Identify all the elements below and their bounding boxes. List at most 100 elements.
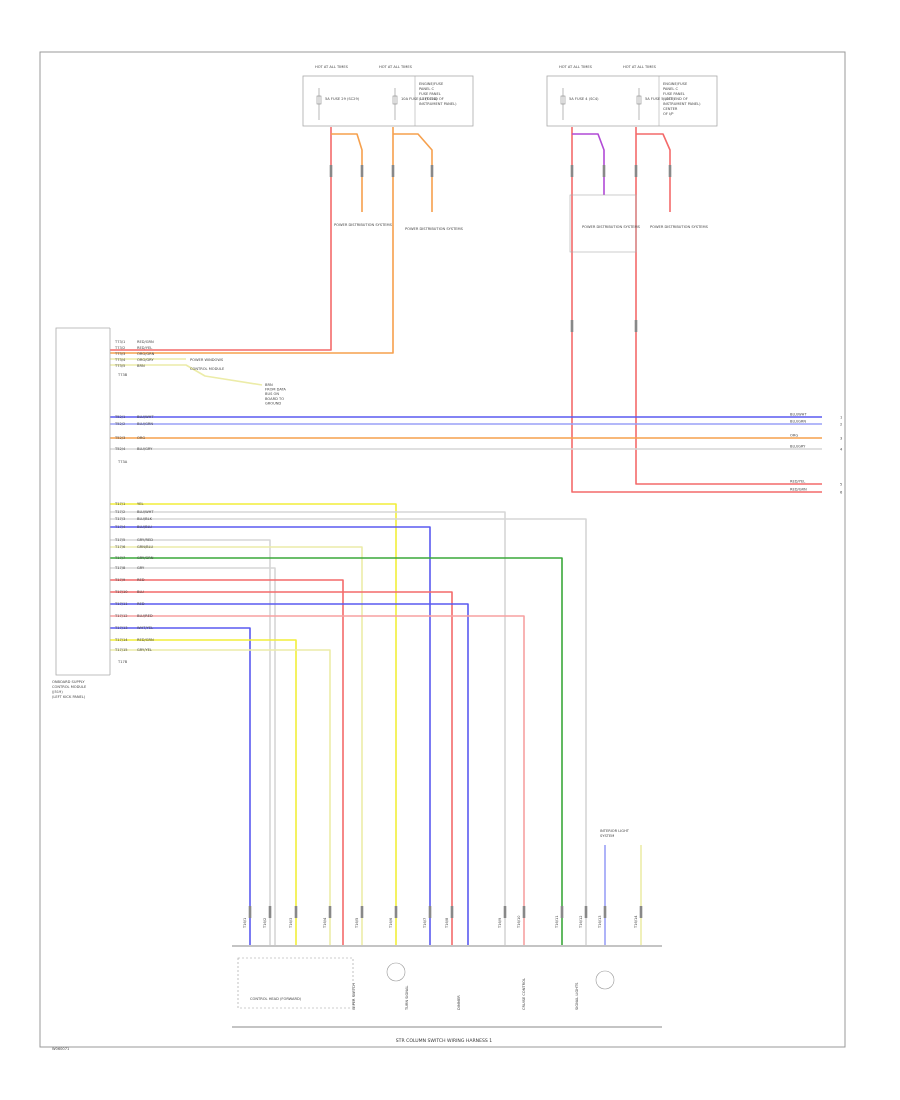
connector-9: T16/10 bbox=[517, 915, 521, 929]
seg-top-left-1 bbox=[360, 165, 364, 177]
seg-top-right-3 bbox=[668, 165, 672, 177]
wire-label-T17/3: BLU/BLK bbox=[137, 517, 153, 521]
ref3-box bbox=[569, 194, 637, 253]
pin-T73/2: T73/2 bbox=[114, 346, 125, 350]
wire-brn-short bbox=[110, 364, 263, 386]
brn-note-4: GROUND bbox=[265, 401, 281, 405]
wire-violet-ref3 bbox=[572, 133, 605, 195]
seg-top-right-0 bbox=[570, 165, 574, 177]
fuse-box-left-note-3: (LEFT END OF bbox=[419, 97, 444, 101]
pin-T52/1: T52/1 bbox=[114, 415, 125, 419]
component-label-5: SIGNAL LIGHTS bbox=[575, 982, 579, 1010]
right-wire-pin-0: 1 bbox=[840, 416, 842, 420]
switch-group-1 bbox=[237, 957, 354, 1009]
fuse-box-right-fuse-0 bbox=[560, 95, 566, 105]
fuse-box-left-head-1: HOT AT ALL TIMES bbox=[379, 65, 413, 69]
wire-label-T73/1: RED/GRN bbox=[137, 340, 154, 344]
component-label-4: CRUISE CONTROL bbox=[522, 978, 526, 1010]
wire-label-T52/3: ORG bbox=[137, 436, 145, 440]
pin-T52/2: T52/2 bbox=[114, 422, 125, 426]
brn-note-3: BOARD TO bbox=[265, 397, 284, 401]
component-label-2: TURN SIGNAL bbox=[405, 986, 409, 1011]
wire-label-T17/4: BLU/BLU bbox=[137, 525, 152, 529]
pin-T17/15: T17/15 bbox=[114, 648, 128, 652]
wire-label-T52/1: BLU/WHT bbox=[137, 415, 154, 419]
component-label-3: DIMMER bbox=[457, 995, 461, 1010]
seg-bottom-4 bbox=[360, 906, 364, 918]
connector-11: T16/12 bbox=[579, 915, 583, 929]
ref-2-0: POWER DISTRIBUTION SYSTEMS bbox=[405, 227, 464, 231]
fuse-box-right-fuse-label-0: 5A FUSE 4 (SC4) bbox=[569, 97, 599, 101]
seg-bottom-13 bbox=[639, 906, 643, 918]
ref-1-0: POWER DISTRIBUTION SYSTEMS bbox=[334, 223, 393, 227]
wire-down-3 bbox=[110, 526, 431, 945]
wire-label-T52/2: BLU/GRN bbox=[137, 422, 153, 426]
fuse-box-left-note-4: INSTRUMENT PANEL) bbox=[419, 102, 457, 106]
pin-T52/4: T52/4 bbox=[114, 447, 126, 451]
wire-label-T17/6: GRN/BLU bbox=[137, 545, 153, 549]
wire-down-6 bbox=[110, 557, 563, 945]
wire-down-4 bbox=[110, 539, 271, 945]
right-wire-label-3: BLU/GRY bbox=[790, 445, 806, 449]
pin-T17/8: T17/8 bbox=[114, 566, 126, 570]
pin-T17/14: T17/14 bbox=[114, 638, 128, 642]
group-c-bottom: T17B bbox=[117, 660, 128, 664]
brn-note-0: BRN bbox=[265, 383, 273, 387]
wire-label-T73/2: RED/YEL bbox=[137, 346, 152, 350]
group-b-bottom: T73A bbox=[117, 460, 128, 464]
wire-down-9 bbox=[110, 591, 453, 945]
wire-red-grn-top bbox=[110, 127, 332, 351]
right-wire-pin-5: 6 bbox=[840, 491, 843, 495]
wire-org-ref2 bbox=[393, 133, 433, 212]
right-wire-label-4: RED/YEL bbox=[790, 480, 805, 484]
pin-T73/5: T73/5 bbox=[114, 364, 125, 368]
fuse-box-right-fuse-1 bbox=[636, 95, 642, 105]
interior-ref-0: INTERIOR LIGHT bbox=[600, 829, 630, 833]
group-a-bottom: T73B bbox=[117, 373, 128, 377]
seg-top-right-2 bbox=[634, 165, 638, 177]
module-name-1: CONTROL MODULE bbox=[52, 685, 87, 689]
wire-down-0 bbox=[110, 503, 397, 945]
pin-T17/12: T17/12 bbox=[114, 614, 128, 618]
fuse-box-left-box bbox=[302, 75, 474, 127]
pin-T17/1: T17/1 bbox=[114, 502, 125, 506]
seg-bottom-7 bbox=[450, 906, 454, 918]
seg-top-right-1 bbox=[602, 165, 606, 177]
seg-bottom-11 bbox=[584, 906, 588, 918]
wire-label-T17/7: GRY/GRN bbox=[137, 556, 154, 560]
fuse-box-right-note-2: FUSE PANEL bbox=[663, 92, 685, 96]
fuse-box-left-note-1: PANEL C bbox=[419, 87, 434, 91]
seg-bottom-10 bbox=[560, 906, 564, 918]
pin-T17/4: T17/4 bbox=[114, 525, 126, 529]
interior-ref-1: SYSTEM bbox=[600, 834, 614, 838]
connector-4: T16/5 bbox=[355, 918, 359, 929]
wire-down-13 bbox=[110, 639, 297, 945]
seg-bottom-5 bbox=[394, 906, 398, 918]
fuse-box-right-note-6: OF I/P bbox=[663, 112, 674, 116]
right-wire-label-0: BLU/WHT bbox=[790, 413, 807, 417]
right-wire-pin-3: 4 bbox=[840, 448, 843, 452]
ref-4-0: POWER DISTRIBUTION SYSTEMS bbox=[650, 225, 709, 229]
pin-T17/11: T17/11 bbox=[114, 602, 128, 606]
wire-label-T73/4: ORG/GRY bbox=[137, 358, 154, 362]
seg-bottom-9 bbox=[522, 906, 526, 918]
wire-org-grn-top bbox=[110, 127, 394, 354]
wire-label-T52/4: BLU/GRY bbox=[137, 447, 153, 451]
wire-down-7 bbox=[110, 567, 276, 945]
fuse-box-left-fuse-0 bbox=[316, 95, 322, 105]
connector-5: T16/6 bbox=[389, 917, 393, 929]
wire-red-grn-right bbox=[571, 127, 822, 493]
component-label-1: WIPER SWITCH bbox=[352, 983, 356, 1010]
fuse-box-left-note-2: FUSE PANEL bbox=[419, 92, 441, 96]
fuse-box-right-note-3: (LEFT END OF bbox=[663, 97, 688, 101]
wire-label-T17/11: RED bbox=[137, 602, 145, 606]
fuse-box-right-fuse-label-1: 5A FUSE 5 (SC5) bbox=[645, 97, 675, 101]
wire-label-T17/13: WHT/YEL bbox=[137, 626, 153, 630]
wire-label-T17/9: RED bbox=[137, 578, 145, 582]
right-wire-pin-4: 5 bbox=[840, 483, 842, 487]
connector-7: T16/8 bbox=[445, 917, 449, 929]
wire-layer bbox=[110, 127, 822, 945]
connector-1: T16/2 bbox=[263, 918, 267, 929]
